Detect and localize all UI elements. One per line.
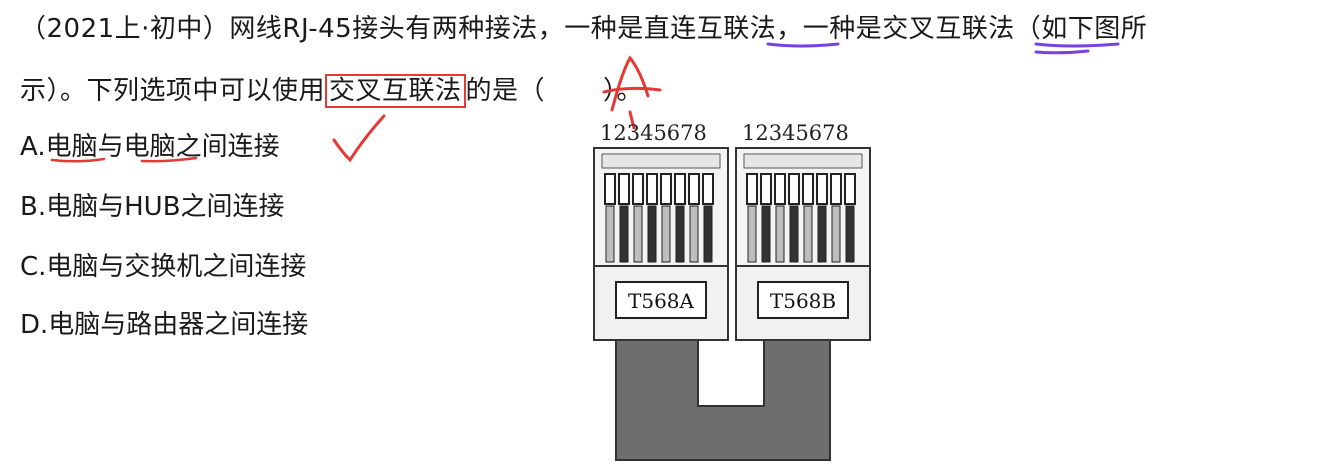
check-mark-icon (332, 114, 386, 163)
term-direct: 直连互联法 (643, 14, 777, 44)
option-c: C.电脑与交换机之间连接 (20, 252, 307, 282)
pin-slot (618, 173, 630, 205)
pin-slot (816, 173, 828, 205)
pin-slot (674, 173, 686, 205)
pin-numbers-left: 12345678 (600, 121, 707, 145)
underline-stroke (1034, 49, 1090, 55)
wire (803, 205, 813, 263)
pin-slot (646, 173, 658, 205)
label-t568a: T568A (628, 289, 695, 313)
underline-stroke (766, 42, 840, 48)
wire (605, 205, 615, 263)
highlighted-term: 交叉互联法 (325, 74, 466, 108)
pin-slot (660, 173, 672, 205)
question-text: ，一种是 (776, 14, 883, 44)
pin-slot (802, 173, 814, 205)
pin-slot (702, 173, 714, 205)
wire (817, 205, 827, 263)
wire (845, 205, 855, 263)
wire (831, 205, 841, 263)
label-t568b: T568B (770, 289, 836, 313)
option-b: B.电脑与HUB之间连接 (20, 192, 285, 222)
question-text: 示）。下列选项中可以使用 (20, 76, 326, 106)
wire (775, 205, 785, 263)
option-a: A.电脑与电脑之间连接 (20, 132, 280, 162)
pin-slot (604, 173, 616, 205)
pin-slot (774, 173, 786, 205)
question-text: （如下图所 (1014, 14, 1148, 44)
question-text: 的是（ (465, 76, 546, 106)
wire (747, 205, 757, 263)
underline-stroke (1034, 42, 1120, 48)
wire (633, 205, 643, 263)
underline-stroke (140, 156, 198, 163)
underline-stroke (50, 157, 106, 163)
wire (789, 205, 799, 263)
wire (675, 205, 685, 263)
pin-slot (788, 173, 800, 205)
wire (619, 205, 629, 263)
pin-slot (830, 173, 842, 205)
connector-right: T568B (735, 147, 871, 341)
wire (689, 205, 699, 263)
option-d: D.电脑与路由器之间连接 (20, 310, 309, 340)
wire (661, 205, 671, 263)
pin-slot (746, 173, 758, 205)
question-line-1: （2021上·初中）网线RJ-45接头有两种接法，一种是直连互联法，一种是交叉互… (20, 8, 1147, 45)
pin-slot (632, 173, 644, 205)
rj45-figure: 12345678 12345678 T568A T568B (593, 121, 871, 461)
pin-slot (688, 173, 700, 205)
connector-left: T568A (593, 147, 729, 341)
cable-body (615, 337, 831, 461)
wire (647, 205, 657, 263)
wire (761, 205, 771, 263)
pin-slot (760, 173, 772, 205)
wire (703, 205, 713, 263)
pin-numbers-right: 12345678 (742, 121, 849, 145)
handwritten-answer-mark (602, 55, 662, 130)
term-cross: 交叉互联法 (882, 14, 1015, 44)
pin-slot (844, 173, 856, 205)
question-text: （2021上·初中）网线RJ-45接头有两种接法，一种是 (20, 14, 644, 44)
